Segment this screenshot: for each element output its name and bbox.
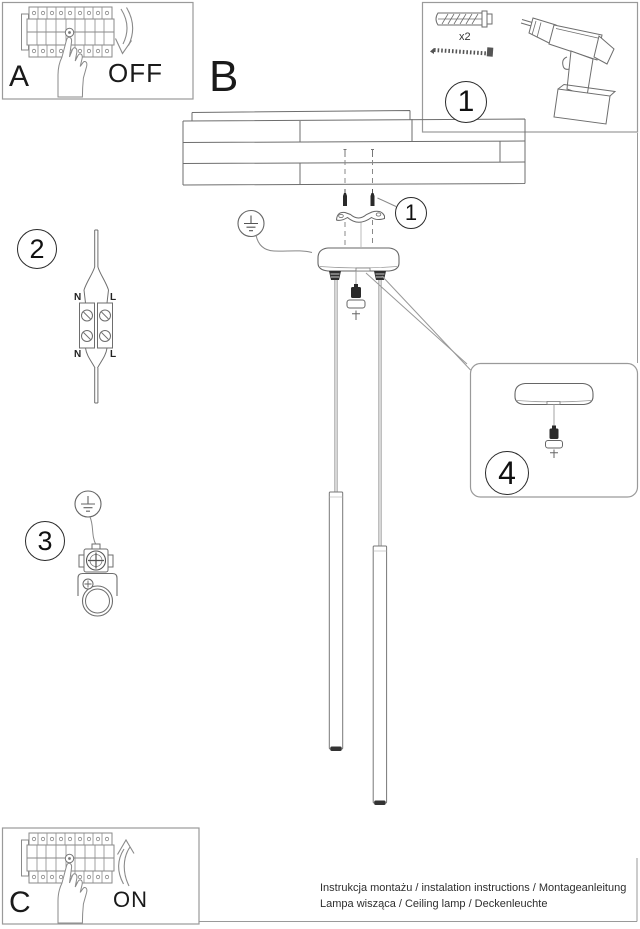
footer-line2: Lampa wisząca / Ceiling lamp / Deckenleu… (320, 897, 548, 910)
footer-frame (199, 858, 638, 922)
step-number-mounting: 1 (404, 200, 418, 225)
drill (520, 17, 617, 125)
canopy (317, 247, 400, 280)
box-a-state-off: OFF (108, 58, 163, 88)
pendant-cables (334, 280, 382, 546)
ground-symbol-icon (237, 209, 265, 238)
step-number-grounding: 3 (37, 525, 53, 556)
dowel-count-label: x2 (459, 31, 471, 43)
step-circle-canopy: 4 (485, 451, 529, 495)
mounting-screws (343, 149, 375, 247)
canopy-step4 (514, 382, 594, 458)
step-circle-tools: 1 (445, 81, 487, 123)
wire-label-l-bottom: L (110, 349, 117, 360)
step-circle-grounding: 3 (25, 521, 65, 561)
wiring-diagram (79, 229, 113, 404)
ground-leader-line (255, 234, 313, 253)
cable-lock-detail (346, 271, 366, 320)
step4-leader-lines (365, 272, 471, 371)
step-number-canopy: 4 (498, 454, 516, 491)
box-c-label: C (9, 886, 31, 919)
box-c-state-on: ON (113, 887, 148, 912)
wire-label-l-top: L (110, 292, 117, 303)
step-circle-wiring: 2 (17, 229, 57, 269)
screw (430, 47, 494, 57)
pendant-tubes (328, 491, 388, 805)
box-a-label: A (9, 60, 30, 93)
step-number-wiring: 2 (29, 233, 45, 264)
wire-label-n-bottom: N (74, 349, 82, 360)
ground-clamp (74, 490, 118, 617)
step1-leader-line (377, 197, 397, 207)
step-number-tools: 1 (457, 85, 475, 118)
wire-label-n-top: N (74, 292, 82, 303)
ceiling (182, 110, 526, 186)
wall-plug (435, 10, 493, 28)
section-b-label: B (209, 52, 239, 101)
step-circle-mounting: 1 (395, 197, 427, 229)
arrow-down-icon (115, 7, 134, 55)
mounting-bracket (335, 210, 385, 223)
footer-caption: Instrukcja montażu / instalation instruc… (320, 881, 638, 912)
arrow-up-icon (117, 838, 135, 887)
footer-line1: Instrukcja montażu / instalation instruc… (320, 882, 627, 894)
